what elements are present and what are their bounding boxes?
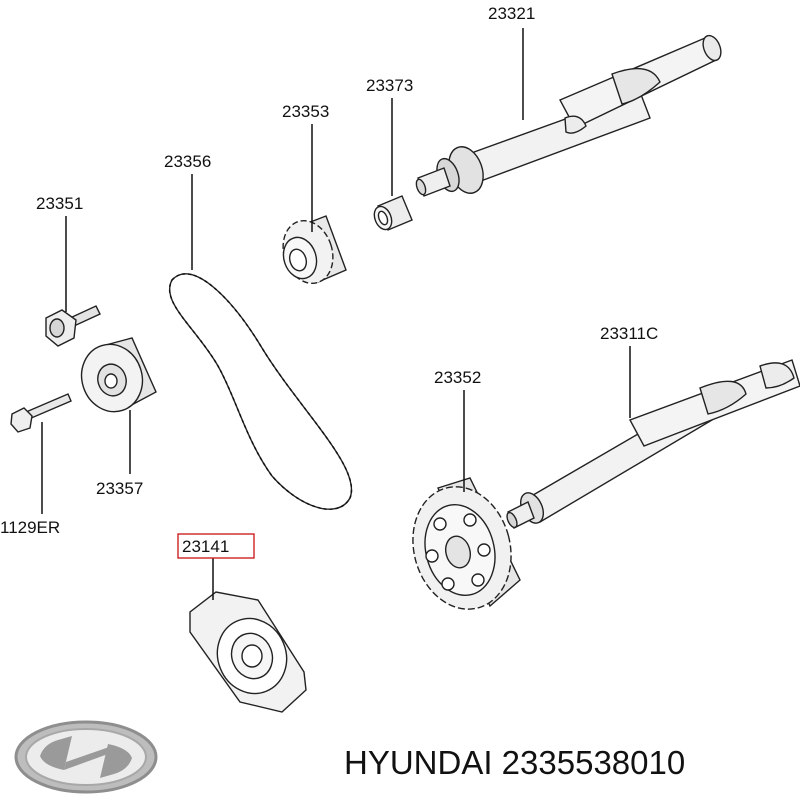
- idler-pulley[interactable]: [73, 336, 157, 419]
- timing-belt[interactable]: [169, 273, 353, 510]
- highlight-box: [177, 533, 255, 559]
- label-23373[interactable]: 23373: [366, 76, 413, 95]
- label-23357[interactable]: 23357: [96, 479, 143, 498]
- hyundai-logo-icon: [14, 720, 158, 794]
- bush[interactable]: [371, 195, 413, 232]
- camshaft-sprocket[interactable]: [275, 214, 347, 290]
- label-1129er[interactable]: 1129ER: [0, 518, 60, 537]
- camshaft-upper[interactable]: [415, 33, 725, 198]
- label-23353[interactable]: 23353: [282, 102, 329, 121]
- label-23141[interactable]: 23141: [182, 537, 229, 556]
- label-23351[interactable]: 23351: [36, 194, 83, 213]
- label-23352[interactable]: 23352: [434, 368, 481, 387]
- label-23311c[interactable]: 23311C: [600, 324, 658, 343]
- label-23356[interactable]: 23356: [164, 152, 211, 171]
- hex-bolt[interactable]: [10, 393, 72, 433]
- camshaft-lower[interactable]: [505, 359, 800, 529]
- part-caption: HYUNDAI 2335538010: [344, 744, 685, 781]
- flange-bolt[interactable]: [45, 305, 101, 347]
- label-23321[interactable]: 23321: [488, 4, 535, 23]
- large-sprocket[interactable]: [400, 476, 525, 621]
- belt-guard[interactable]: [189, 591, 307, 713]
- leader-lines: [41, 28, 631, 600]
